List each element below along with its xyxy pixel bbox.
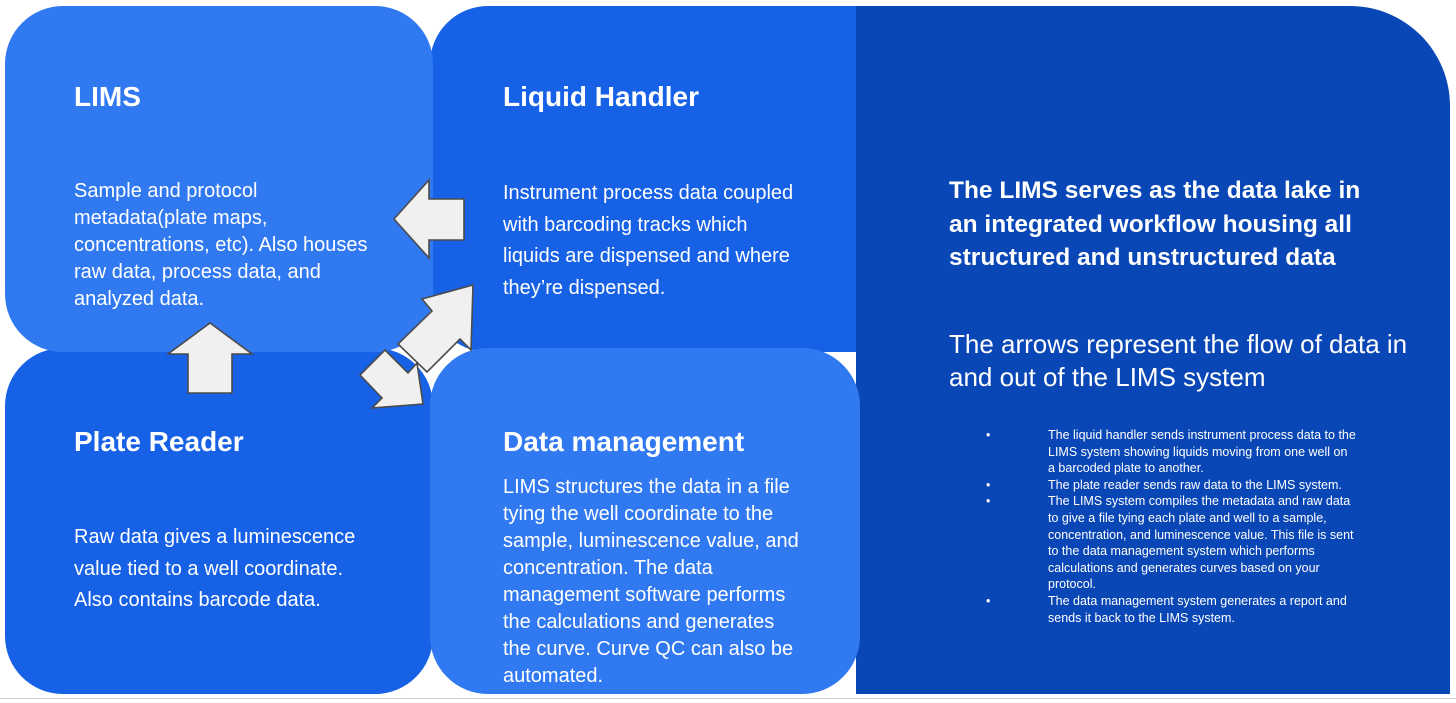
- data-management-description: LIMS structures the data in a file tying…: [503, 476, 799, 687]
- list-item: • The liquid handler sends instrument pr…: [986, 427, 1356, 477]
- bullet-icon: •: [986, 428, 991, 442]
- up-arrow-icon: [165, 322, 255, 394]
- lims-title: LIMS: [74, 81, 141, 112]
- bullet-text: The LIMS system compiles the metadata an…: [1048, 494, 1354, 592]
- bullet-text: The plate reader sends raw data to the L…: [1048, 477, 1342, 492]
- bullet-text: The liquid handler sends instrument proc…: [1048, 428, 1356, 476]
- bullet-icon: •: [986, 494, 991, 509]
- list-item: • The plate reader sends raw data to the…: [986, 477, 1356, 494]
- list-item: • The data management system generates a…: [986, 593, 1356, 626]
- down-right-arrow-icon: [358, 348, 424, 409]
- summary-bullet-list: • The liquid handler sends instrument pr…: [986, 427, 1356, 626]
- data-management-title: Data management: [503, 426, 745, 457]
- plate-reader-panel: Plate Reader Raw data gives a luminescen…: [5, 348, 433, 694]
- bullet-icon: •: [986, 593, 991, 608]
- up-right-arrow-icon: [396, 283, 474, 374]
- divider: [0, 698, 1456, 699]
- bullet-text: The data management system generates a r…: [1048, 593, 1347, 625]
- liquid-handler-panel: Liquid Handler Instrument process data c…: [430, 6, 860, 352]
- lims-description: Sample and protocol metadata(plate maps,…: [74, 180, 368, 310]
- liquid-handler-title: Liquid Handler: [503, 81, 699, 112]
- summary-subheadline: The arrows represent the flow of data in…: [949, 329, 1408, 392]
- left-arrow-icon: [392, 177, 465, 261]
- plate-reader-title: Plate Reader: [74, 426, 244, 457]
- liquid-handler-description: Instrument process data coupled with bar…: [503, 182, 794, 299]
- bullet-icon: •: [986, 477, 991, 492]
- lims-panel: LIMS Sample and protocol metadata(plate …: [5, 6, 433, 352]
- list-item: • The LIMS system compiles the metadata …: [986, 493, 1356, 593]
- plate-reader-description: Raw data gives a luminescence value tied…: [74, 526, 356, 611]
- summary-headline: The LIMS serves as the data lake in an i…: [949, 177, 1361, 271]
- summary-panel: The LIMS serves as the data lake in an i…: [856, 6, 1450, 694]
- data-management-panel: Data management LIMS structures the data…: [430, 348, 860, 694]
